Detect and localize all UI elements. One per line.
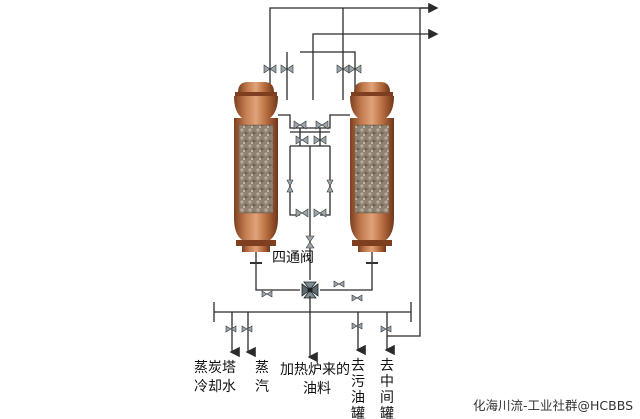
valve-icon (315, 120, 329, 130)
label-intermediate-4: 罐 (380, 406, 394, 419)
label-dirty-oil-4: 罐 (351, 406, 365, 419)
label-feed-line2: 油料 (303, 381, 331, 397)
center-valves (286, 120, 334, 249)
left-adsorber-vessel (234, 82, 278, 252)
top-valves (263, 64, 362, 74)
valve-icon (280, 64, 294, 74)
four-way-valve-icon (301, 281, 319, 299)
valve-icon (348, 64, 362, 74)
valve-icon (351, 322, 363, 330)
valve-icon (333, 280, 345, 288)
watermark: 化海川流-工业社群@HCBBS (473, 398, 633, 413)
four-way-valve-label: 四通阀 (272, 250, 314, 266)
label-intermediate-2: 中 (380, 374, 394, 390)
valve-icon (286, 179, 294, 193)
label-intermediate-3: 间 (380, 390, 394, 406)
label-intermediate-1: 去 (380, 358, 394, 374)
valve-icon (351, 294, 363, 302)
label-cooling-tower-line1: 蒸炭塔 (194, 360, 236, 376)
valve-icon (326, 179, 334, 193)
label-dirty-oil-3: 油 (351, 390, 365, 406)
valve-icon (313, 135, 327, 145)
valve-icon (305, 235, 315, 249)
vessel-bottom-pipes (250, 252, 378, 291)
label-steam-2: 汽 (255, 379, 269, 395)
valve-icon (313, 208, 327, 218)
valve-icon (225, 325, 237, 333)
valve-icon (241, 325, 253, 333)
bottom-distribution-pipes (213, 7, 436, 363)
label-steam-1: 蒸 (255, 360, 269, 376)
label-dirty-oil-2: 污 (351, 374, 365, 390)
label-dirty-oil-1: 去 (351, 358, 365, 374)
label-feed-line1: 加热炉来的 (280, 362, 350, 378)
right-adsorber-vessel (350, 82, 394, 252)
valve-icon (293, 120, 307, 130)
valve-icon (295, 208, 309, 218)
valve-icon (261, 290, 273, 298)
valve-icon (295, 135, 309, 145)
top-header-pipes (269, 2, 439, 100)
valve-icon (380, 325, 392, 333)
label-cooling-tower-line2: 冷却水 (194, 379, 236, 395)
bottom-valves (225, 280, 392, 333)
valve-icon (263, 64, 277, 74)
